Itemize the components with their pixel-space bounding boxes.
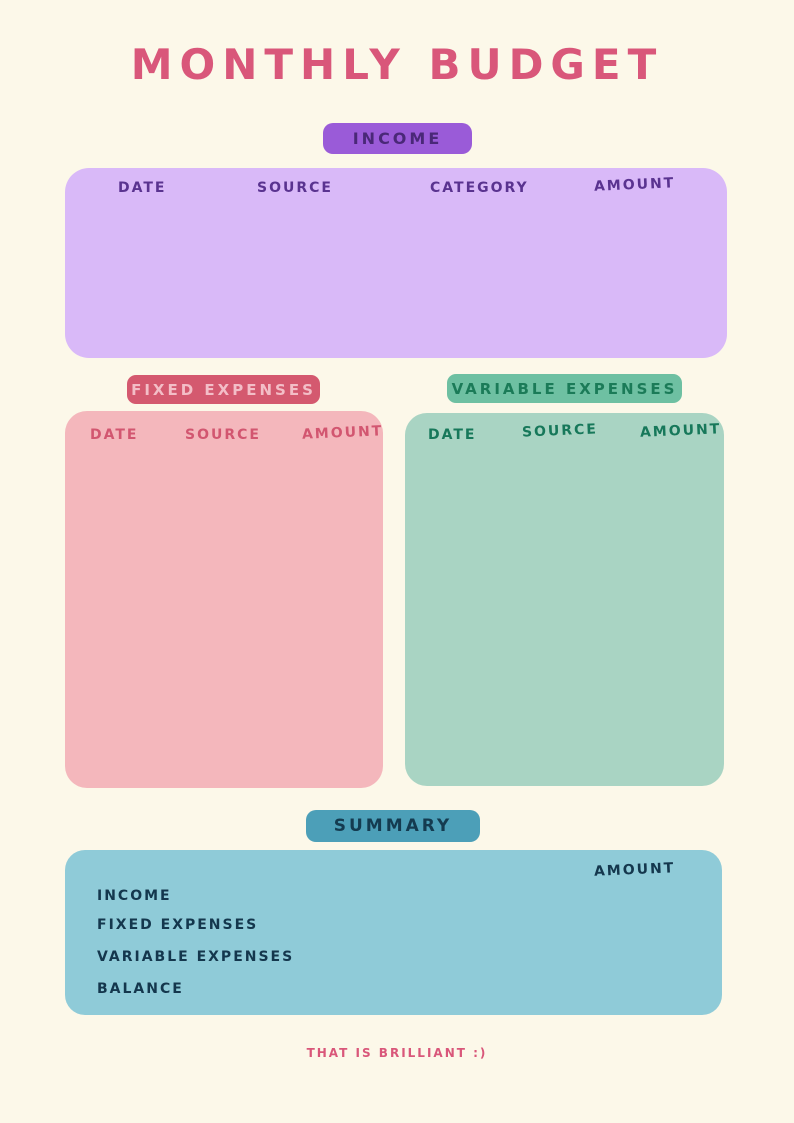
fixed-expenses-section-badge: FIXED EXPENSES bbox=[127, 375, 320, 404]
variable-column-date: DATE bbox=[428, 427, 477, 443]
income-column-source: SOURCE bbox=[257, 180, 333, 196]
fixed-expenses-section-label: FIXED EXPENSES bbox=[131, 380, 316, 399]
summary-column-amount: AMOUNT bbox=[593, 860, 676, 880]
fixed-column-source: SOURCE bbox=[185, 427, 261, 443]
fixed-expenses-table: DATE SOURCE AMOUNT bbox=[65, 411, 384, 788]
fixed-column-date: DATE bbox=[90, 427, 139, 443]
footer-note: THAT IS BRILLIANT :) bbox=[306, 1046, 488, 1060]
fixed-column-amount: AMOUNT bbox=[301, 423, 384, 443]
summary-row-variable-expenses: VARIABLE EXPENSES bbox=[97, 949, 295, 965]
summary-row-balance: BALANCE bbox=[97, 981, 184, 997]
variable-expenses-section-label: VARIABLE EXPENSES bbox=[451, 379, 678, 398]
income-column-category: CATEGORY bbox=[430, 180, 529, 196]
page-title: MONTHLY BUDGET bbox=[130, 40, 664, 89]
variable-expenses-section-badge: VARIABLE EXPENSES bbox=[447, 374, 682, 403]
summary-table: AMOUNT INCOME FIXED EXPENSES VARIABLE EX… bbox=[65, 850, 722, 1015]
summary-section-badge: SUMMARY bbox=[306, 810, 480, 842]
variable-column-amount: AMOUNT bbox=[639, 421, 722, 441]
summary-section-label: SUMMARY bbox=[333, 816, 453, 836]
summary-row-income: INCOME bbox=[97, 888, 172, 904]
variable-column-source: SOURCE bbox=[521, 421, 599, 441]
income-section-badge: INCOME bbox=[323, 123, 472, 154]
income-section-label: INCOME bbox=[352, 129, 443, 148]
income-table: DATE SOURCE CATEGORY AMOUNT bbox=[65, 168, 727, 358]
income-column-amount: AMOUNT bbox=[593, 175, 676, 195]
variable-expenses-table: DATE SOURCE AMOUNT bbox=[405, 413, 724, 786]
summary-row-fixed-expenses: FIXED EXPENSES bbox=[97, 917, 259, 933]
income-column-date: DATE bbox=[118, 180, 167, 196]
